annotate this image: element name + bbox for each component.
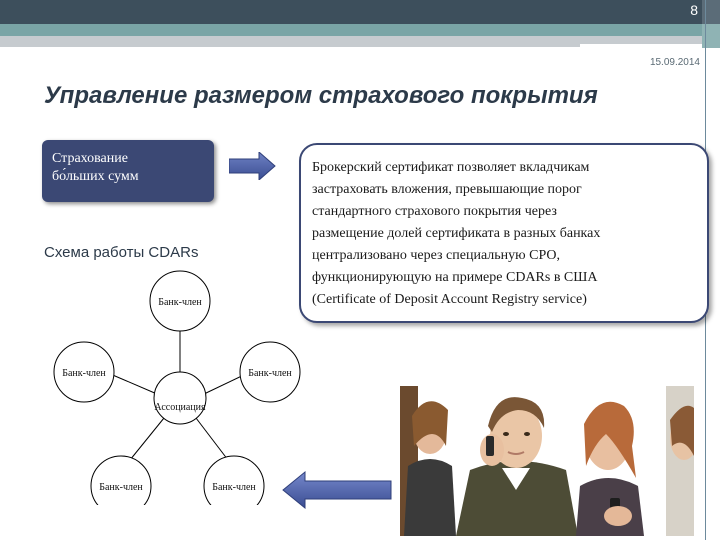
- header-band-teal: [0, 24, 702, 36]
- info-line: функционирующую на примере CDARs в США: [312, 270, 598, 285]
- member-label: Банк-член: [99, 482, 143, 493]
- info-line: (Certificate of Deposit Account Registry…: [312, 292, 587, 307]
- slide-title: Управление размером страхового покрытия: [44, 82, 598, 109]
- info-line: централизовано через специальную СРО,: [312, 248, 561, 263]
- page-number: 8: [690, 2, 698, 18]
- member-node: Банк-член: [239, 341, 301, 403]
- member-label: Банк-член: [248, 368, 292, 379]
- association-label: Ассоциация: [154, 402, 206, 413]
- info-box: [299, 143, 709, 323]
- header-band-dark: [0, 0, 702, 24]
- info-line: размещение долей сертификата в разных ба…: [312, 226, 601, 241]
- association-node: Ассоциация: [153, 371, 207, 425]
- insurance-box-line: Страхование: [52, 151, 128, 166]
- member-node: Банк-член: [90, 455, 152, 505]
- connector-line: [107, 372, 158, 395]
- member-label: Банк-член: [212, 482, 256, 493]
- insurance-box: [42, 140, 214, 202]
- arrow-left-icon: [282, 470, 392, 510]
- info-box-text: Брокерский сертификат позволяет вкладчик…: [312, 157, 696, 311]
- header-band-grey: [0, 36, 702, 44]
- insurance-box-line: бо́льших сумм: [52, 169, 139, 184]
- header-band-gap: [580, 44, 702, 48]
- member-node: Банк-член: [53, 341, 115, 403]
- member-node: Банк-член: [203, 455, 265, 505]
- info-line: Брокерский сертификат позволяет вкладчик…: [312, 160, 590, 175]
- slide-date: 15.09.2014: [649, 57, 700, 68]
- info-line: застраховать вложения, превышающие порог: [312, 182, 582, 197]
- arrow-right-icon: [229, 152, 276, 180]
- connector-line: [195, 417, 229, 461]
- member-label: Банк-член: [158, 297, 202, 308]
- insurance-box-text: Страхование бо́льших сумм: [52, 150, 210, 186]
- header-band-grey-lower: [0, 44, 580, 47]
- connector-line: [129, 417, 165, 461]
- people-photo: [400, 386, 694, 536]
- header-edge-dark: [702, 0, 720, 24]
- scheme-title: Схема работы CDARs: [44, 244, 199, 261]
- member-label: Банк-член: [62, 368, 106, 379]
- cdars-scheme-diagram: Ассоциация Банк-член Банк-член Банк-член…: [53, 270, 301, 505]
- member-node: Банк-член: [149, 270, 211, 332]
- info-line: стандартного страхового покрытия через: [312, 204, 557, 219]
- header-edge-teal: [702, 24, 720, 48]
